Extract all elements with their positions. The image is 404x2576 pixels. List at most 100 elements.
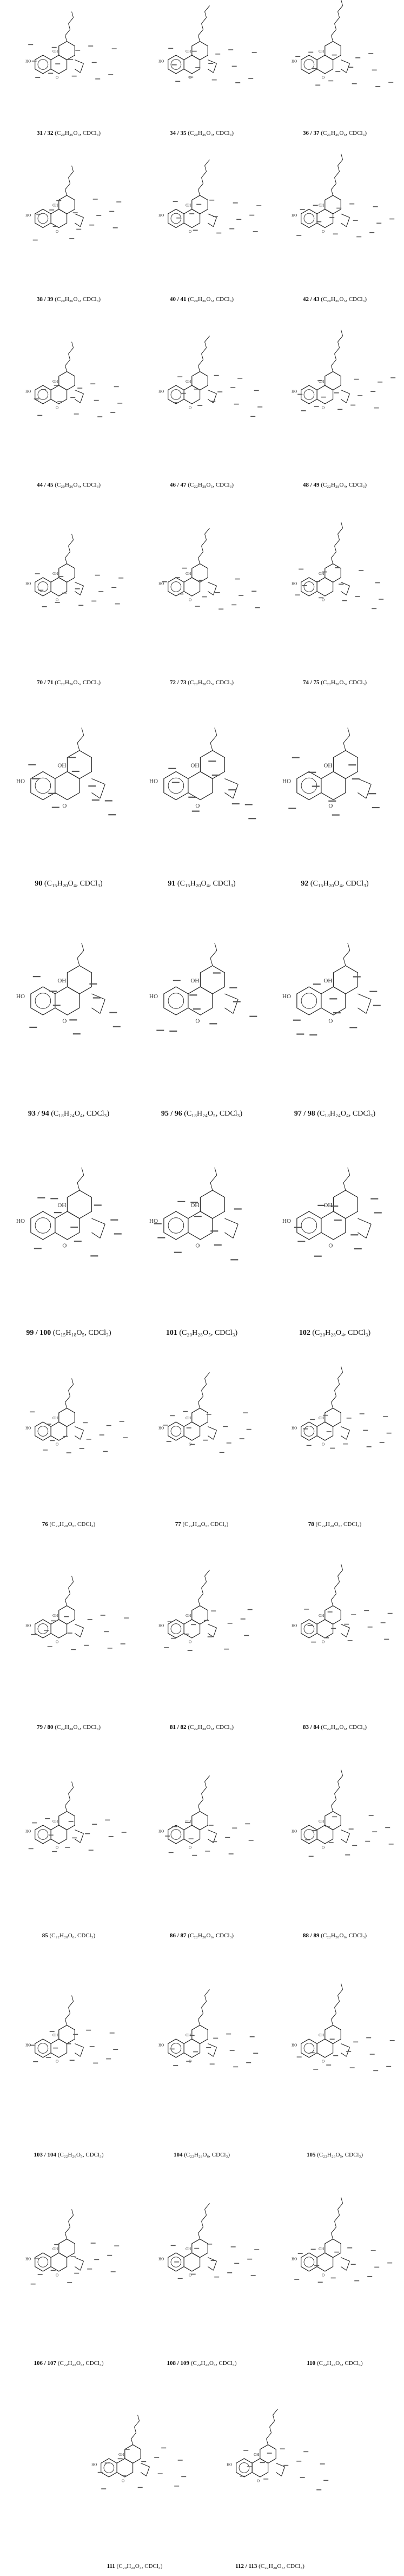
compound-caption: 111 (C₂₀H₂₈O₄, CDCl₃): [107, 2563, 163, 2570]
side-chain-bond: [343, 735, 350, 743]
compound-caption: 103 / 104 (C₂₂H₂₆O₅, CDCl₃): [34, 2152, 104, 2158]
compound-caption: 99 / 100 (C₁₅H₁₈O₅, CDCl₃): [26, 1329, 111, 1337]
aromatic-ring: [35, 1421, 51, 1441]
oxygen-label: O: [322, 1442, 324, 1446]
fused-ring: [58, 1605, 75, 1625]
fused-ring: [188, 986, 213, 1015]
aromatic-circle: [103, 2462, 115, 2473]
side-chain-bond: [204, 1775, 210, 1782]
shift-annotation-mark: [247, 1609, 253, 1610]
compound-number: 86 / 87: [169, 1932, 187, 1939]
fused-ring: [67, 965, 92, 994]
compound-number: 108 / 109: [167, 2360, 190, 2367]
shift-annotation-mark: [313, 2069, 319, 2070]
shift-annotation-mark: [195, 606, 200, 607]
shift-annotation-mark: [389, 218, 395, 220]
shift-annotation-mark: [228, 789, 236, 791]
shift-annotation-mark: [320, 2463, 325, 2464]
side-chain-bond: [77, 950, 84, 959]
fused-ring: [183, 2252, 201, 2272]
shift-annotation-mark: [334, 392, 339, 394]
shift-annotation-mark: [352, 778, 360, 780]
shift-annotation-mark: [204, 1620, 209, 1621]
shift-annotation-mark: [206, 1414, 211, 1415]
oxygen-label: O: [56, 1640, 58, 1644]
fused-ring: [58, 2238, 75, 2258]
shift-annotation-mark: [373, 206, 378, 207]
fused-ring: [67, 750, 92, 779]
aromatic-ring: [35, 1825, 51, 1844]
shift-annotation-mark: [198, 580, 204, 581]
fused-ring: [50, 208, 68, 228]
shift-annotation-mark: [115, 603, 120, 605]
shift-annotation-mark: [316, 2489, 322, 2490]
shift-annotation-mark: [189, 213, 195, 214]
shift-annotation-mark: [66, 2043, 71, 2044]
shift-annotation-mark: [280, 2448, 285, 2449]
fused-ring: [183, 1421, 201, 1441]
shift-annotation-mark: [229, 987, 237, 988]
shift-annotation-mark: [387, 2262, 393, 2264]
fused-ring: [183, 208, 201, 228]
molecular-formula: C₂₀H₂₆O₅, CDCl₃: [189, 296, 232, 303]
fused-ring: [50, 385, 68, 404]
bond-line: [346, 1430, 350, 1440]
side-chain-bond: [201, 1793, 204, 1800]
side-chain-bond: [68, 1582, 74, 1588]
shift-annotation-mark: [46, 2057, 51, 2058]
aromatic-ring: [301, 2252, 317, 2272]
shift-annotation-mark: [300, 209, 305, 210]
bond-line: [346, 394, 350, 403]
shift-annotation-mark: [330, 1205, 339, 1207]
shift-annotation-mark: [187, 1650, 193, 1651]
bond-line: [74, 69, 81, 73]
shift-annotation-mark: [250, 416, 256, 417]
shift-annotation-mark: [337, 409, 343, 410]
compound-number: 102: [299, 1329, 310, 1337]
shift-annotation-mark: [352, 83, 357, 84]
side-chain-bond: [68, 2001, 74, 2008]
aromatic-ring: [301, 208, 317, 228]
molecular-formula: C₂₀H₂₆O₆, CDCl₃: [56, 296, 99, 303]
compound-caption: 74 / 75 (C₂₂H₂₈O₅, CDCl₃): [302, 679, 367, 686]
side-chain-bond: [198, 1594, 203, 1600]
side-chain-bond: [331, 35, 334, 42]
side-chain-bond: [71, 11, 74, 18]
bond-line: [341, 1829, 350, 1834]
side-chain-bond: [204, 534, 207, 540]
shift-annotation-mark: [254, 390, 259, 391]
aromatic-circle: [303, 213, 315, 224]
bond-line: [91, 993, 105, 1000]
side-chain-bond: [334, 1588, 337, 1594]
side-chain-bond: [201, 177, 204, 184]
hydroxyl-label: HO: [282, 1218, 291, 1224]
shift-annotation-mark: [383, 1416, 388, 1417]
compound-caption: 77 (C₂₂H₂₈O₅, CDCl₃): [175, 1521, 229, 1528]
shift-annotation-mark: [157, 2473, 163, 2474]
molecular-formula: C₂₂H₂₆O₅, CDCl₃: [319, 2152, 361, 2158]
shift-annotation-mark: [305, 1839, 310, 1840]
shift-annotation-mark: [379, 1442, 385, 1443]
oxygen-label: O: [56, 75, 58, 80]
shift-annotation-mark: [37, 415, 43, 416]
bond-line: [75, 213, 84, 218]
shift-annotation-mark: [334, 2251, 340, 2253]
oxygen-label: O: [322, 2273, 324, 2277]
shift-annotation-mark: [229, 2050, 235, 2051]
shift-annotation-mark: [342, 600, 347, 601]
aromatic-circle: [170, 1623, 182, 1634]
shift-annotation-mark: [35, 77, 41, 78]
compound-caption: 108 / 109 (C₂₂H₂₈O₅, CDCl₃): [167, 2360, 237, 2367]
bond-line: [208, 1829, 217, 1834]
side-chain-bond: [269, 2427, 272, 2433]
side-chain-bond: [204, 342, 207, 348]
hydroxyl-label: OH: [319, 2247, 324, 2251]
side-chain-bond: [71, 165, 74, 172]
shift-annotation-mark: [137, 2487, 143, 2488]
compound-caption: 101 (C₂₀H₂₈O₅, CDCl₃): [165, 1329, 238, 1337]
